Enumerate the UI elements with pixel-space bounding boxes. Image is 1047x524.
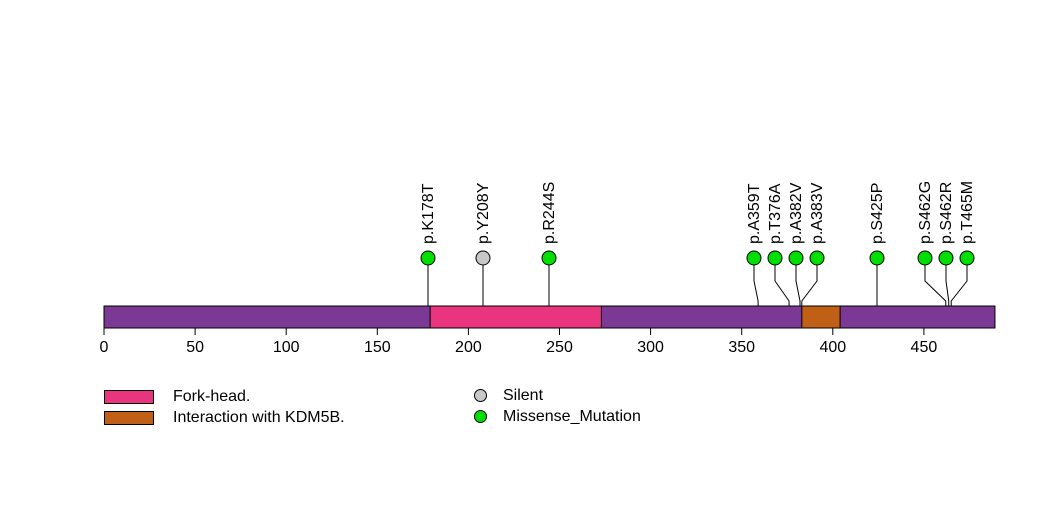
mutation-type-legend: Silent Missense_Mutation	[474, 385, 641, 427]
lollipop-circle	[917, 250, 933, 266]
mutation-label: p.T465M	[959, 181, 976, 244]
domain-rect-0	[429, 305, 602, 329]
missense-dot-icon	[474, 410, 487, 423]
lollipop-stick	[950, 265, 968, 306]
lollipop-circle	[541, 250, 557, 266]
axis-tick-label: 200	[455, 339, 482, 356]
silent-label: Silent	[503, 386, 544, 404]
lollipop-stick	[795, 265, 801, 306]
mutation-label: p.R244S	[541, 182, 558, 244]
mutation-label: p.Y208Y	[475, 182, 492, 244]
axis-tick-label: 50	[186, 339, 204, 356]
lollipop-circle	[420, 250, 436, 266]
mutation-label: p.S462R	[938, 182, 955, 244]
lollipop-circle	[959, 250, 975, 266]
lollipop-stick	[945, 265, 950, 306]
lollipop-circle	[938, 250, 954, 266]
lollipop-circle	[746, 250, 762, 266]
domain-rect-1	[801, 305, 841, 329]
mutation-label: p.S425P	[869, 183, 886, 244]
legend-item-missense: Missense_Mutation	[474, 406, 641, 427]
lollipop-stick	[774, 265, 790, 306]
legend-item-silent: Silent	[474, 385, 641, 406]
axis-tick-label: 300	[637, 339, 664, 356]
axis-tick-label: 100	[273, 339, 300, 356]
mutation-label: p.A382V	[788, 182, 805, 244]
axis-tick-label: 450	[911, 339, 938, 356]
forkhead-domain-swatch	[104, 389, 154, 404]
forkhead-domain-label: Fork-head.	[173, 387, 251, 405]
axis-tick-label: 250	[546, 339, 573, 356]
silent-dot-icon	[474, 389, 487, 402]
axis-tick-label: 150	[364, 339, 391, 356]
mutation-label: p.T376A	[767, 183, 784, 244]
kdm5b-domain-label: Interaction with KDM5B.	[173, 408, 345, 426]
missense-label: Missense_Mutation	[503, 407, 641, 425]
lollipop-stick	[924, 265, 947, 306]
mutation-label: p.K178T	[420, 183, 437, 244]
mutation-label: p.A383V	[809, 182, 826, 244]
axis-tick-label: 400	[819, 339, 846, 356]
axis-tick-label: 0	[100, 339, 109, 356]
mutation-label: p.S462G	[917, 181, 934, 244]
lollipop-circle	[869, 250, 885, 266]
lollipop-stick	[753, 265, 759, 306]
legend-item-kdm5b: Interaction with KDM5B.	[104, 407, 345, 428]
kdm5b-domain-swatch	[104, 410, 154, 425]
lollipop-circle	[767, 250, 783, 266]
lollipop-circle	[788, 250, 804, 266]
lollipop-circle	[809, 250, 825, 266]
lollipop-stick	[801, 265, 818, 306]
mutation-label: p.A359T	[746, 183, 763, 244]
domain-legend: Fork-head. Interaction with KDM5B.	[104, 386, 345, 428]
legend-item-forkhead: Fork-head.	[104, 386, 345, 407]
axis-tick-label: 350	[728, 339, 755, 356]
lollipop-circle	[475, 250, 491, 266]
